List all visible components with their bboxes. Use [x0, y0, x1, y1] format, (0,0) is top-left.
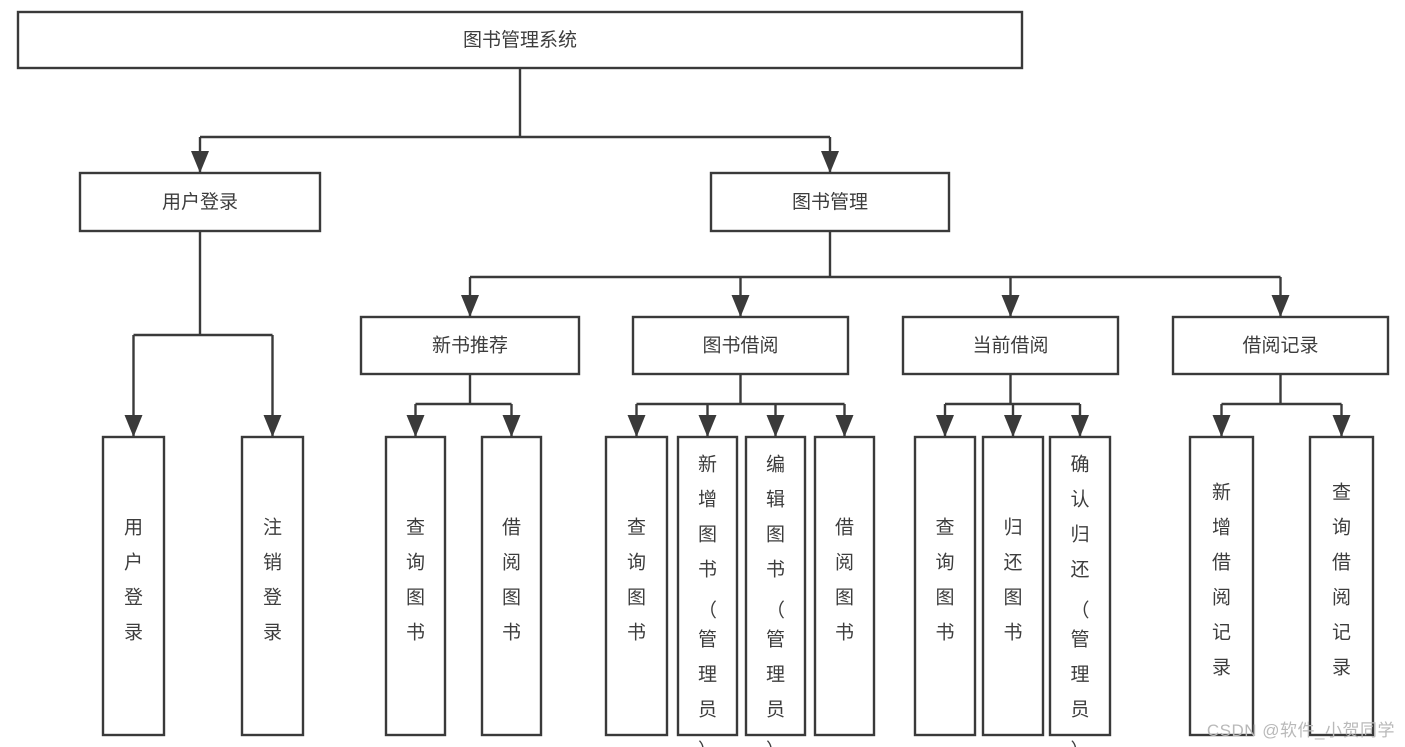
arrow-head-icon [821, 151, 839, 173]
node-label: 用户登录 [124, 518, 143, 644]
node-layer: 图书管理系统用户登录图书管理新书推荐图书借阅当前借阅借阅记录用户登录注销登录查询… [16, 10, 1390, 747]
node-label: 图书借阅 [702, 335, 778, 357]
node-label: 借阅图书 [835, 517, 854, 644]
connector-book-borrow-to-leaves [627, 374, 854, 437]
arrow-head-icon [502, 415, 521, 437]
node-leaf-confirm-return[interactable]: 确认归还（管理员） [1048, 435, 1112, 747]
connector-current-borrow-to-leaves [936, 374, 1089, 437]
node-box [1171, 315, 1390, 376]
node-user-login[interactable]: 用户登录 [78, 171, 322, 233]
node-label: 图书管理系统 [463, 29, 577, 51]
connector-layer [124, 68, 1351, 437]
node-label: 确认归还（管理员） [1070, 454, 1089, 747]
node-box [981, 435, 1045, 737]
node-box [480, 435, 543, 737]
node-box [813, 435, 876, 737]
connector-book-manage-to-level3 [461, 231, 1290, 317]
node-leaf-query-book-2[interactable]: 查询图书 [604, 435, 669, 737]
node-root[interactable]: 图书管理系统 [16, 10, 1024, 70]
node-label: 注销登录 [263, 517, 282, 644]
node-label: 查询图书 [627, 517, 646, 644]
node-box [604, 435, 669, 737]
node-box [709, 171, 951, 233]
node-leaf-add-record[interactable]: 新增借阅记录 [1188, 435, 1255, 737]
node-label: 查询图书 [935, 517, 954, 644]
node-label: 借阅记录 [1242, 335, 1318, 357]
node-leaf-query-book-1[interactable]: 查询图书 [384, 435, 447, 737]
node-label: 查询图书 [406, 517, 425, 644]
node-label: 用户登录 [162, 191, 238, 213]
node-box [1308, 435, 1375, 737]
connector-user-login-to-leaves [124, 231, 282, 437]
arrow-head-icon [1004, 415, 1022, 437]
node-label: 新书推荐 [432, 335, 508, 357]
node-new-book-recommend[interactable]: 新书推荐 [359, 315, 581, 376]
node-label: 新增借阅记录 [1212, 482, 1231, 679]
arrow-head-icon [731, 295, 750, 317]
node-leaf-query-record[interactable]: 查询借阅记录 [1308, 435, 1375, 737]
arrow-head-icon [124, 415, 143, 437]
csdn-watermark: CSDN @软件_小贺同学 [1206, 721, 1395, 740]
arrow-head-icon [1212, 415, 1231, 437]
node-box [384, 435, 447, 737]
node-leaf-add-book[interactable]: 新增图书（管理员） [676, 435, 739, 747]
arrow-head-icon [406, 415, 425, 437]
node-leaf-borrow-book-1[interactable]: 借阅图书 [480, 435, 543, 737]
node-box [1048, 435, 1112, 737]
node-box [101, 435, 166, 737]
arrow-head-icon [936, 415, 954, 437]
node-leaf-query-book-3[interactable]: 查询图书 [913, 435, 977, 737]
arrow-head-icon [1071, 415, 1089, 437]
node-current-borrow[interactable]: 当前借阅 [901, 315, 1120, 376]
arrow-head-icon [698, 415, 717, 437]
arrow-head-icon [191, 151, 209, 173]
node-borrow-record[interactable]: 借阅记录 [1171, 315, 1390, 376]
node-label: 当前借阅 [972, 335, 1048, 357]
node-book-borrow[interactable]: 图书借阅 [631, 315, 850, 376]
arrow-head-icon [1001, 295, 1020, 317]
node-leaf-return-book[interactable]: 归还图书 [981, 435, 1045, 737]
connector-root-to-level2 [191, 68, 839, 173]
node-label: 图书管理 [792, 191, 868, 213]
node-box [913, 435, 977, 737]
arrow-head-icon [766, 415, 785, 437]
node-book-manage[interactable]: 图书管理 [709, 171, 951, 233]
node-leaf-borrow-book-2[interactable]: 借阅图书 [813, 435, 876, 737]
node-box [744, 435, 807, 737]
node-label: 新增图书（管理员） [698, 454, 717, 747]
arrow-head-icon [461, 295, 479, 317]
node-box [78, 171, 322, 233]
arrow-head-icon [263, 415, 282, 437]
node-box [901, 315, 1120, 376]
node-label: 归还图书 [1003, 517, 1022, 644]
node-label: 查询借阅记录 [1332, 482, 1351, 679]
arrow-head-icon [627, 415, 646, 437]
arrow-head-icon [1332, 415, 1351, 437]
arrow-head-icon [835, 415, 854, 437]
node-leaf-edit-book[interactable]: 编辑图书（管理员） [744, 435, 807, 747]
node-box [359, 315, 581, 376]
connector-new-book-recommend-to-leaves [406, 374, 521, 437]
node-box [676, 435, 739, 737]
node-label: 编辑图书（管理员） [766, 454, 785, 747]
node-box [631, 315, 850, 376]
node-box [1188, 435, 1255, 737]
node-label: 借阅图书 [502, 517, 521, 644]
node-box [240, 435, 305, 737]
connector-borrow-record-to-leaves [1212, 374, 1351, 437]
node-leaf-user-login[interactable]: 用户登录 [101, 435, 166, 737]
node-leaf-logout[interactable]: 注销登录 [240, 435, 305, 737]
arrow-head-icon [1271, 295, 1290, 317]
node-box [16, 10, 1024, 70]
